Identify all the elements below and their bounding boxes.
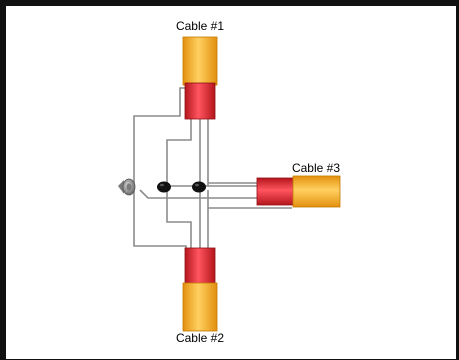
cable-3-sheath	[256, 177, 296, 206]
cable-2-label: Cable #2	[176, 331, 224, 345]
cable-1-sheath	[184, 82, 216, 120]
cable-3-jacket	[292, 175, 341, 208]
splice-connectors	[157, 181, 206, 193]
wire-c2-a	[166, 190, 192, 250]
cable-2-jacket	[182, 282, 218, 332]
wires	[133, 87, 292, 258]
wire-c3-c	[139, 189, 258, 199]
cable-3	[256, 175, 341, 208]
cable-2-sheath	[184, 247, 216, 285]
cable-1-jacket	[182, 36, 218, 86]
ground-lug-icon	[118, 180, 124, 194]
cable-1-label: Cable #1	[176, 19, 224, 33]
ground-terminal	[118, 178, 136, 196]
wire-ground-loop	[133, 87, 187, 258]
cable-1	[182, 36, 218, 120]
cable-2	[182, 247, 218, 332]
wire-c1-a	[166, 118, 192, 186]
splice-connector-right-icon	[192, 181, 206, 193]
cable-3-label: Cable #3	[292, 161, 340, 175]
splice-connector-left-icon	[157, 181, 171, 193]
